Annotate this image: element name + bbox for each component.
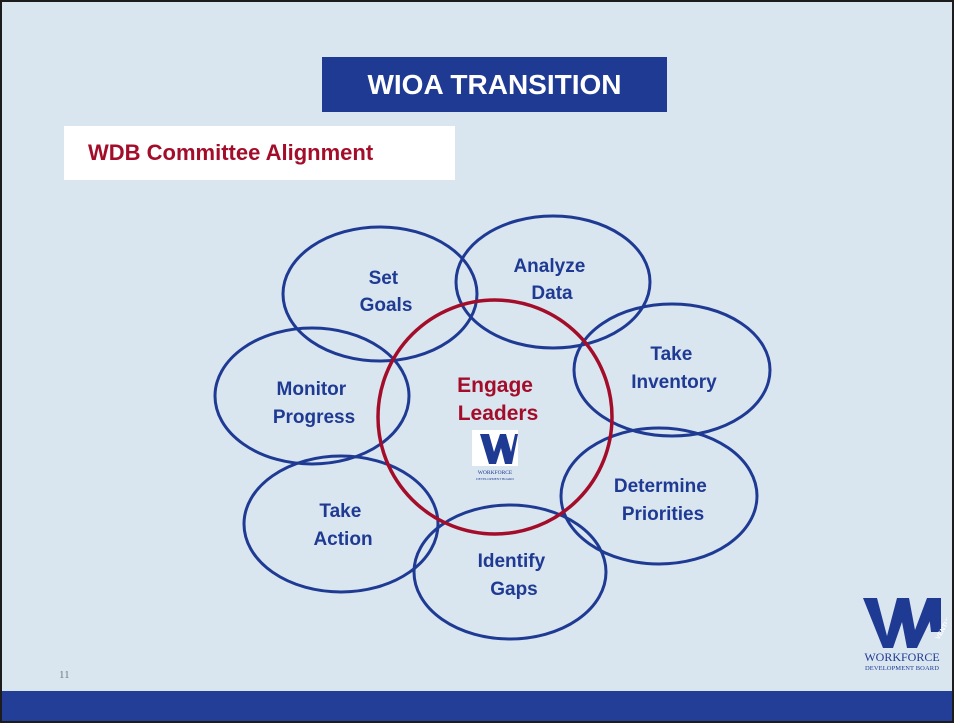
logo-board-text: DEVELOPMENT BOARD [865,665,939,672]
take-action-label: Take Action [313,501,372,550]
slide-title: WIOA TRANSITION [322,57,667,112]
svg-text:WORKFORCE: WORKFORCE [478,470,513,476]
wdb-logo: VENTURA COUNTY [863,592,947,648]
monitor-progress-ellipse [213,326,411,466]
identify-gaps-label: Identify Gaps [478,551,551,600]
identify-gaps-ellipse [412,503,608,641]
engage-leaders-label: Engage Leaders [457,374,539,425]
take-inventory-ellipse [572,302,772,438]
analyze-data-label: Analyze Data [513,256,590,304]
analyze-data-ellipse [454,214,652,350]
determine-priorities-label: Determine Priorities [614,476,712,525]
set-goals-ellipse [281,225,479,363]
monitor-progress-label: Monitor Progress [273,379,355,428]
take-inventory-label: Take Inventory [631,344,717,393]
logo-workforce-text: WORKFORCE [864,650,940,664]
engage-leaders-circle [376,298,614,536]
set-goals-label: Set Goals [360,268,413,316]
determine-priorities-ellipse [559,426,759,566]
center-wdb-logo: WORKFORCE DEVELOPMENT BOARD [472,430,518,481]
take-action-ellipse [242,454,440,594]
svg-text:DEVELOPMENT BOARD: DEVELOPMENT BOARD [476,477,514,481]
slide-subtitle: WDB Committee Alignment [64,126,455,180]
footer-bar [2,691,952,721]
page-number: 11 [59,669,70,681]
